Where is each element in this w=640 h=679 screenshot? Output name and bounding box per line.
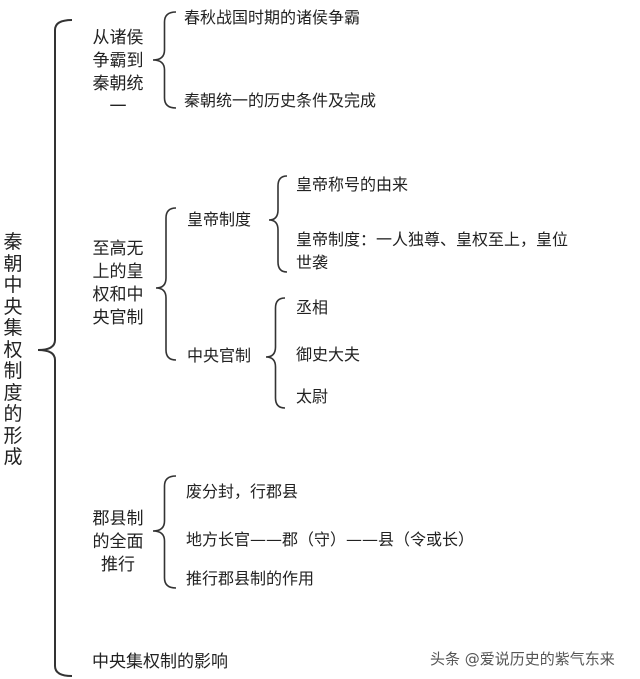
item-emperor-title: 皇帝称号的由来 [296,175,409,194]
item-warring-states: 春秋战国时期的诸侯争霸 [184,8,361,27]
label-line: 郡县制 [92,509,144,529]
label-line: 至高无 [92,239,144,259]
label-line: 央官制 [92,308,144,328]
item-censor: 御史大夫 [296,345,361,364]
group-1-label: 从诸侯 争霸到 秦朝统 一 [82,27,154,119]
item-qin-unification: 秦朝统一的历史条件及完成 [184,91,377,110]
label-line: 一 [109,97,127,117]
item-taiwei: 太尉 [296,387,329,406]
group-3-brace [152,475,177,589]
label-line: 权和中 [92,285,144,305]
item-local-officials: 地方长官——郡（守）——县（令或长） [186,530,475,549]
label-line: 上的皇 [92,262,144,282]
label-line: 争霸到 [92,51,144,71]
label-line: 推行 [101,555,135,575]
central-officials-brace [265,297,286,409]
group-2-label: 至高无 上的皇 权和中 央官制 [82,238,154,330]
label-line: 秦朝统 [92,74,144,94]
emperor-system-brace [268,175,288,273]
group-2-brace [155,207,177,361]
root-title: 秦朝中央集权制度的形成 [3,231,23,468]
subgroup-emperor-system: 皇帝制度 [187,210,252,229]
item-abolish-fengjian: 废分封，行郡县 [186,482,299,501]
label-line: 的全面 [92,532,144,552]
item-chancellor: 丞相 [296,298,329,317]
group-3-label: 郡县制 的全面 推行 [82,508,154,577]
item-emperor-system: 皇帝制度：一人独尊、皇权至上，皇位 [296,230,569,249]
group-4-label: 中央集权制的影响 [92,652,228,672]
item-emperor-system-cont: 世袭 [296,253,329,272]
subgroup-central-officials: 中央官制 [187,346,252,365]
group-1-brace [152,11,177,109]
label-line: 从诸侯 [92,28,144,48]
item-prefecture-role: 推行郡县制的作用 [186,569,315,588]
watermark: 头条 @爱说历史的紫气东来 [430,650,615,668]
root-brace [37,19,73,677]
